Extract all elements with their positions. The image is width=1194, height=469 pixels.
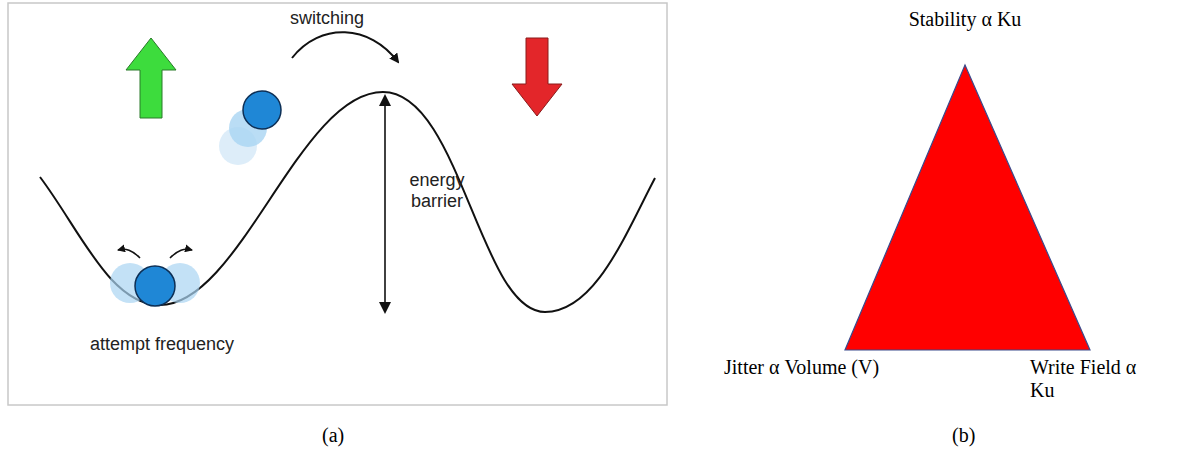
annotation: attempt frequency	[90, 334, 234, 355]
energy-curve	[40, 92, 655, 312]
up-arrow	[126, 38, 176, 118]
arrow-label: switching	[290, 8, 364, 29]
axis-label: energy barrier	[396, 170, 478, 212]
ball	[135, 266, 175, 306]
vertex-label: Write Field α Ku	[1030, 356, 1142, 402]
jiggle-arrow	[118, 249, 140, 258]
panel-label: (a)	[322, 424, 344, 447]
panel-frame	[8, 3, 667, 405]
switching-arrow	[292, 32, 398, 62]
barrier-arrow	[384, 100, 386, 308]
ball	[243, 91, 281, 129]
tradeoff-triangle	[845, 65, 1090, 350]
down-arrow	[512, 38, 562, 116]
panel-label: (b)	[952, 424, 975, 447]
vertex-label: Jitter α Volume (V)	[724, 356, 879, 379]
jiggle-arrow	[170, 249, 192, 258]
vertex-label: Stability α Ku	[890, 8, 1040, 31]
